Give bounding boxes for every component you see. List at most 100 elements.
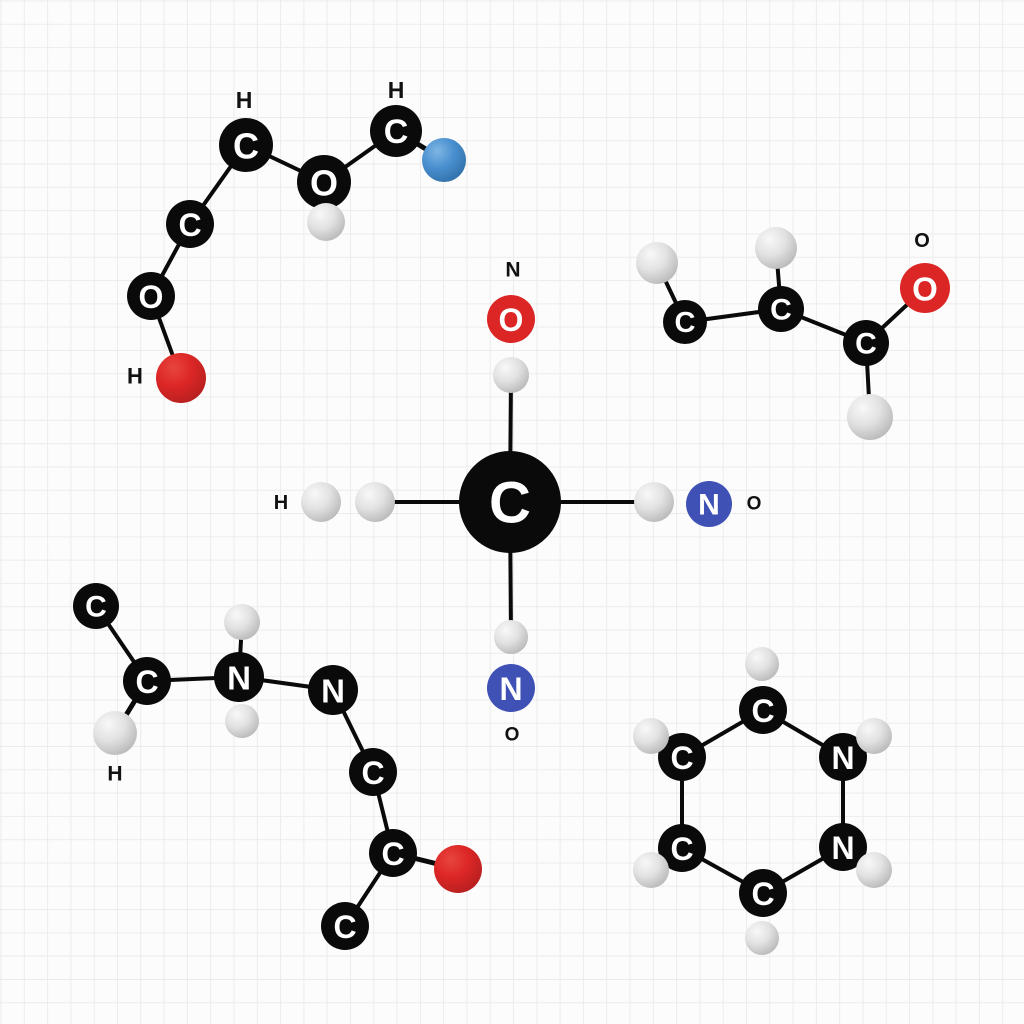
atom-n-node[interactable]: N <box>686 481 732 527</box>
atom-sphere <box>634 482 674 522</box>
atom-sphere <box>658 824 706 872</box>
atom-c-node[interactable]: C <box>219 118 273 172</box>
atom-c-node[interactable]: C <box>369 829 417 877</box>
atom-o-node[interactable]: O <box>487 295 535 343</box>
atom-c-node[interactable]: C <box>843 320 889 366</box>
atom-sphere <box>856 718 892 754</box>
atom-sphere <box>156 353 206 403</box>
atom-sphere <box>487 664 535 712</box>
atom-sphere <box>307 203 345 241</box>
atom-sphere <box>843 320 889 366</box>
atom-h-node[interactable] <box>633 852 669 888</box>
atom-c-node[interactable]: C <box>349 748 397 796</box>
atom-h-node[interactable] <box>745 647 779 681</box>
atom-sphere <box>494 620 528 654</box>
atom-h-node[interactable] <box>636 242 678 284</box>
atom-sphere <box>369 829 417 877</box>
atom-h-node[interactable] <box>225 704 259 738</box>
atom-h-node[interactable] <box>224 604 260 640</box>
free-element-label: H <box>274 492 288 514</box>
atom-c-node[interactable]: C <box>73 583 119 629</box>
atom-c-node[interactable]: C <box>459 451 561 553</box>
atom-sphere <box>663 300 707 344</box>
atom-h-node[interactable] <box>633 718 669 754</box>
atom-sphere <box>739 686 787 734</box>
atom-sphere <box>755 227 797 269</box>
atom-sphere <box>487 295 535 343</box>
atom-h-node[interactable] <box>856 718 892 754</box>
atom-h-node[interactable] <box>93 711 137 755</box>
atom-h-node[interactable] <box>301 482 341 522</box>
atom-sphere <box>349 748 397 796</box>
atom-c-node[interactable]: C <box>370 105 422 157</box>
atom-sphere <box>166 200 214 248</box>
atom-c-node[interactable]: C <box>166 200 214 248</box>
free-element-label: H <box>236 87 253 113</box>
atom-c-node[interactable]: C <box>123 657 171 705</box>
atom-sphere <box>321 902 369 950</box>
atom-n-node[interactable]: N <box>214 652 264 702</box>
atom-sphere <box>370 105 422 157</box>
free-element-label: O <box>914 230 930 252</box>
atom-sphere <box>459 451 561 553</box>
free-element-label: H <box>107 763 122 786</box>
atom-sphere <box>819 733 867 781</box>
atom-h-node[interactable] <box>856 852 892 888</box>
atom-sphere <box>745 921 779 955</box>
atom-h-node[interactable] <box>494 620 528 654</box>
atom-c-node[interactable]: C <box>663 300 707 344</box>
atom-sphere <box>900 263 950 313</box>
free-element-label: H <box>388 77 405 103</box>
atom-c-node[interactable]: C <box>739 686 787 734</box>
atom-o-node[interactable]: O <box>297 155 351 209</box>
atom-n-node[interactable]: N <box>487 664 535 712</box>
free-element-label: N <box>505 259 520 282</box>
atom-sphere <box>219 118 273 172</box>
atom-h-node[interactable] <box>634 482 674 522</box>
atom-sphere <box>301 482 341 522</box>
atom-h-node[interactable] <box>847 394 893 440</box>
atom-sphere <box>493 357 529 393</box>
atom-h-node[interactable] <box>755 227 797 269</box>
atom-c-node[interactable]: C <box>321 902 369 950</box>
atom-h-node[interactable] <box>355 482 395 522</box>
atom-o-node[interactable] <box>156 353 206 403</box>
atom-h-node[interactable] <box>745 921 779 955</box>
atom-sphere <box>686 481 732 527</box>
atom-sphere <box>225 704 259 738</box>
atom-sphere <box>758 286 804 332</box>
atom-sphere <box>73 583 119 629</box>
atom-o-node[interactable]: O <box>900 263 950 313</box>
atom-h-node[interactable] <box>493 357 529 393</box>
atom-sphere <box>308 665 358 715</box>
atom-sphere <box>633 852 669 888</box>
atom-o-node[interactable] <box>434 845 482 893</box>
free-element-label: O <box>747 494 762 515</box>
atom-c-node[interactable]: C <box>739 869 787 917</box>
atom-sphere <box>739 869 787 917</box>
atom-sphere <box>297 155 351 209</box>
atom-c-node[interactable]: C <box>758 286 804 332</box>
atom-n-node[interactable] <box>422 138 466 182</box>
atom-sphere <box>847 394 893 440</box>
atom-o-node[interactable]: O <box>127 272 175 320</box>
free-element-label: H <box>127 364 143 389</box>
atom-sphere <box>745 647 779 681</box>
atom-sphere <box>123 657 171 705</box>
atom-n-node[interactable]: N <box>308 665 358 715</box>
atom-sphere <box>819 823 867 871</box>
atom-sphere <box>214 652 264 702</box>
atom-sphere <box>633 718 669 754</box>
atom-h-node[interactable] <box>307 203 345 241</box>
atom-sphere <box>224 604 260 640</box>
atom-sphere <box>93 711 137 755</box>
atom-sphere <box>355 482 395 522</box>
atom-sphere <box>127 272 175 320</box>
atom-sphere <box>658 733 706 781</box>
atom-sphere <box>856 852 892 888</box>
atom-sphere <box>422 138 466 182</box>
atom-sphere <box>636 242 678 284</box>
